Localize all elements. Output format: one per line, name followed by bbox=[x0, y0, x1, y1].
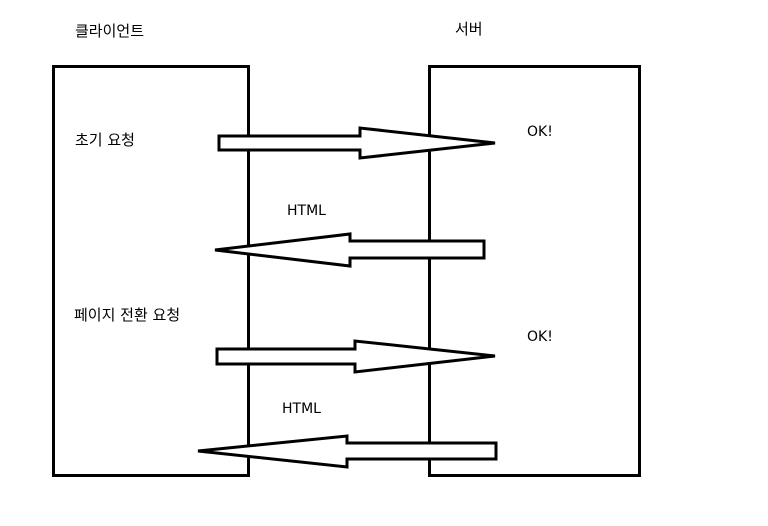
server-title: 서버 bbox=[455, 20, 483, 38]
ok-label-2: OK! bbox=[527, 329, 553, 345]
page-change-request-arrow bbox=[215, 339, 496, 374]
html-label-1: HTML bbox=[287, 203, 326, 219]
html-response-arrow-2 bbox=[197, 434, 498, 469]
server-box bbox=[428, 65, 641, 477]
html-response-arrow-1 bbox=[214, 232, 486, 268]
html-label-2: HTML bbox=[282, 401, 321, 417]
initial-request-arrow bbox=[217, 126, 496, 160]
ok-label-1: OK! bbox=[527, 124, 553, 140]
page-change-request-label: 페이지 전환 요청 bbox=[74, 306, 181, 324]
client-title: 클라이언트 bbox=[75, 22, 145, 40]
initial-request-label: 초기 요청 bbox=[75, 131, 135, 149]
client-box bbox=[52, 65, 250, 477]
